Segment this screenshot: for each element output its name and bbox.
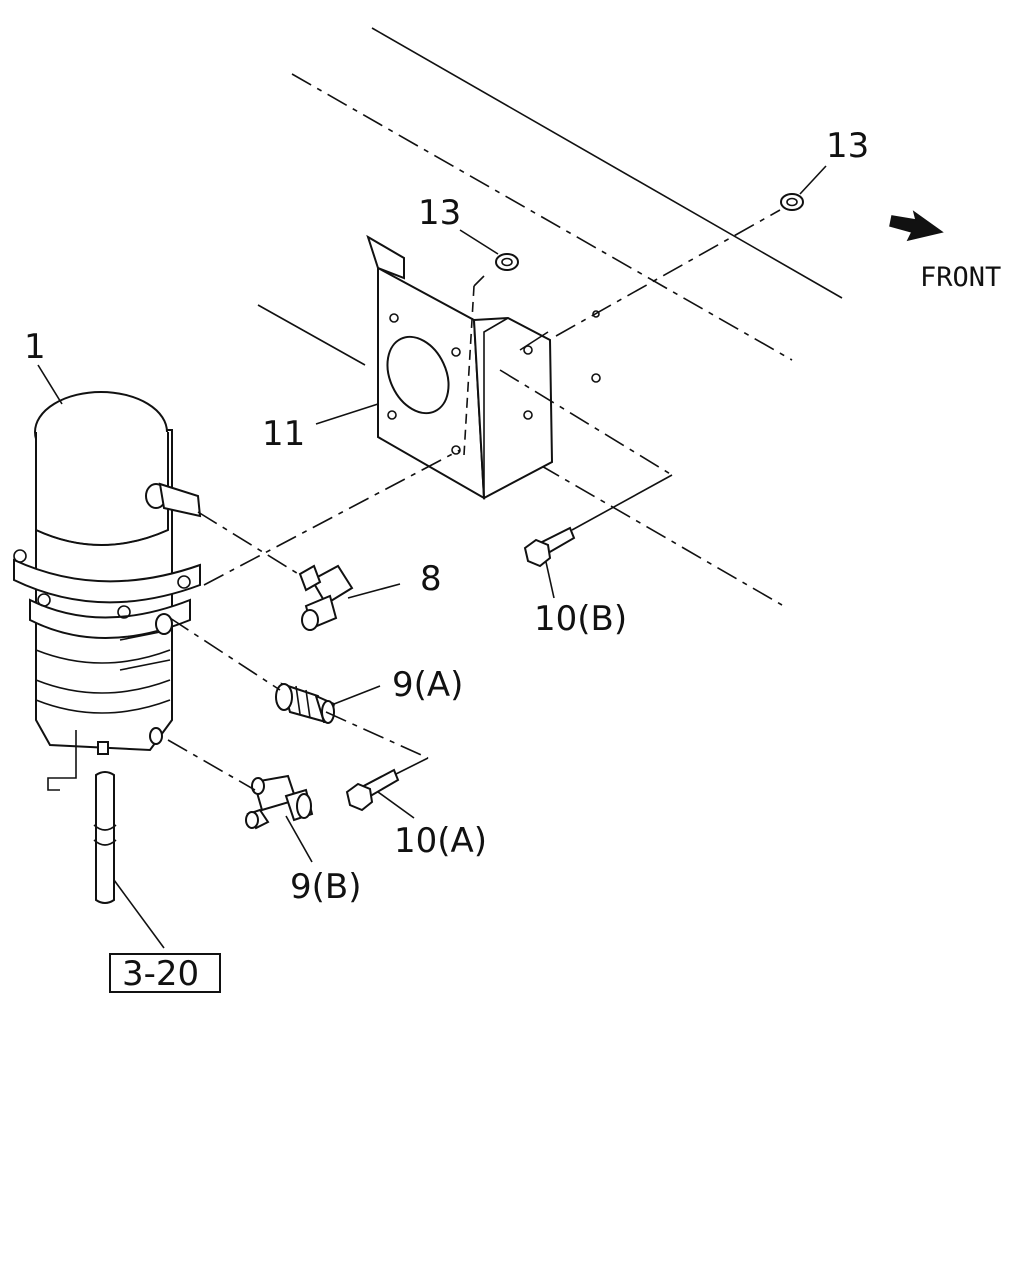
leader-lines <box>37 165 827 949</box>
fuel-hose <box>93 771 117 904</box>
label-part-13-lower: 13 <box>826 126 869 166</box>
elbow-fitting-8 <box>298 564 354 631</box>
label-part-8: 8 <box>420 559 442 599</box>
nut-13-upper <box>495 253 519 271</box>
label-part-9a: 9(A) <box>392 665 463 705</box>
nut-13-lower <box>780 193 804 211</box>
label-part-1: 1 <box>24 327 46 367</box>
label-part-9b: 9(B) <box>290 867 362 907</box>
label-part-13-upper: 13 <box>418 193 461 233</box>
reference-box: 3-20 <box>109 953 221 994</box>
frame-rail-lines <box>257 27 843 606</box>
reference-label: 3-20 <box>122 954 199 994</box>
mounting-bracket <box>366 234 601 500</box>
front-label: FRONT <box>920 262 1001 293</box>
label-part-11: 11 <box>262 414 305 454</box>
bolt-10b <box>523 526 576 568</box>
fuel-filter-assembly <box>13 391 202 791</box>
label-part-10a: 10(A) <box>394 821 487 861</box>
assembly-lines <box>167 209 781 791</box>
label-part-10b: 10(B) <box>534 599 627 639</box>
bolt-10a <box>345 768 400 812</box>
tee-fitting-9b <box>245 774 314 830</box>
arrow-right-down-icon <box>889 210 944 242</box>
straight-fitting-9a <box>275 682 336 724</box>
